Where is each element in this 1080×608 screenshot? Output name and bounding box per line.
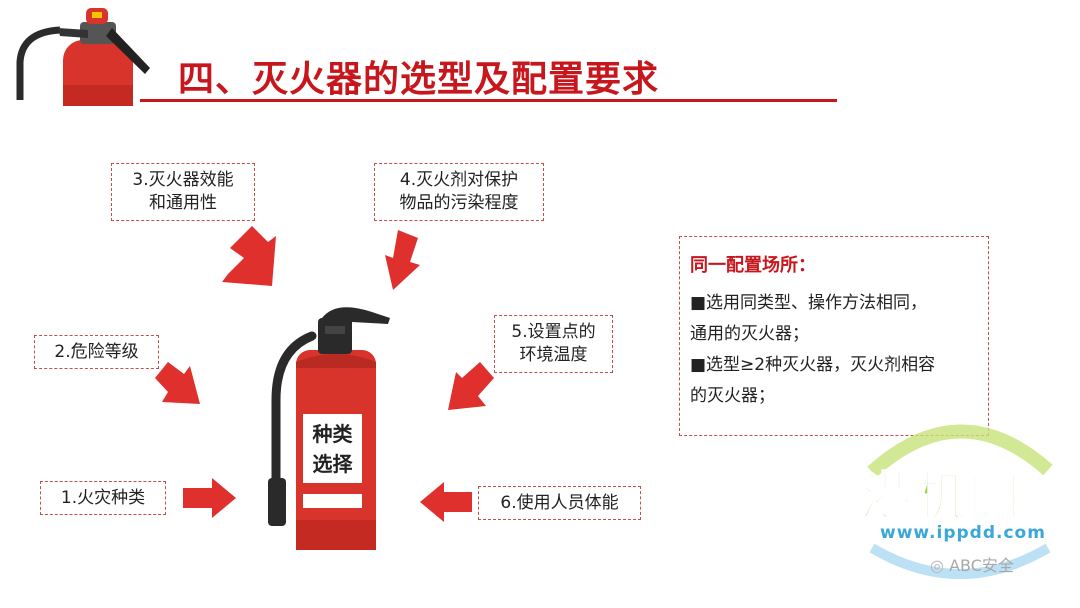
config-line-2: 通用的灭火器； [690,324,809,344]
factor-1-label: 1.火灾种类 [60,487,146,508]
arrow-icon-2 [155,362,200,404]
factor-2-label: 2.危险等级 [54,341,139,362]
factor-6-label: 6.使用人员体能 [500,492,619,513]
factor-4-line1: 4.灭火剂对保护 [399,170,519,190]
watermark-logo: 港机圈 [859,467,1023,529]
factor-4-line2: 物品的污染程度 [399,193,519,213]
factor-3-line2: 和通用性 [149,193,217,213]
center-label-line2: 选择 [312,451,353,476]
factor-box-1: 1.火灾种类 [40,481,166,515]
arrow-icon-4 [385,230,420,290]
config-line-3: ■选型≥2种灭火器，灭火剂相容 [690,355,936,375]
center-label-line1: 种类 [312,421,353,446]
header-extinguisher-icon [16,8,150,106]
factor-box-3: 3.灭火器效能 和通用性 [111,163,255,221]
factor-5-line2: 环境温度 [519,345,588,365]
arrow-icon-6 [420,482,472,522]
arrow-icon-5 [448,362,494,410]
center-label: 种类 选择 [303,414,362,483]
factor-5-line1: 5.设置点的 [511,322,596,342]
watermark-abc-text: ABC安全 [949,556,1014,575]
config-requirements-box: 同一配置场所： ■选用同类型、操作方法相同， 通用的灭火器； ■选型≥2种灭火器… [679,236,989,436]
page-title: 四、灭火器的选型及配置要求 [178,59,660,100]
factor-box-5: 5.设置点的 环境温度 [494,315,613,373]
config-line-4: 的灭火器； [690,386,775,406]
config-line-1: ■选用同类型、操作方法相同， [690,293,928,313]
factor-box-6: 6.使用人员体能 [478,486,641,520]
wechat-icon: ◎ [930,556,944,575]
factor-box-4: 4.灭火剂对保护 物品的污染程度 [374,163,544,221]
arrow-icon-1 [183,478,236,518]
config-heading: 同一配置场所： [690,255,816,276]
factor-box-2: 2.危险等级 [34,335,159,369]
factor-3-line1: 3.灭火器效能 [132,170,234,190]
title-underline [140,99,837,102]
watermark-url: www.ippdd.com [880,523,1046,543]
watermark-abc: ◎ ABC安全 [930,552,1014,576]
arrow-icon-3 [222,226,276,286]
